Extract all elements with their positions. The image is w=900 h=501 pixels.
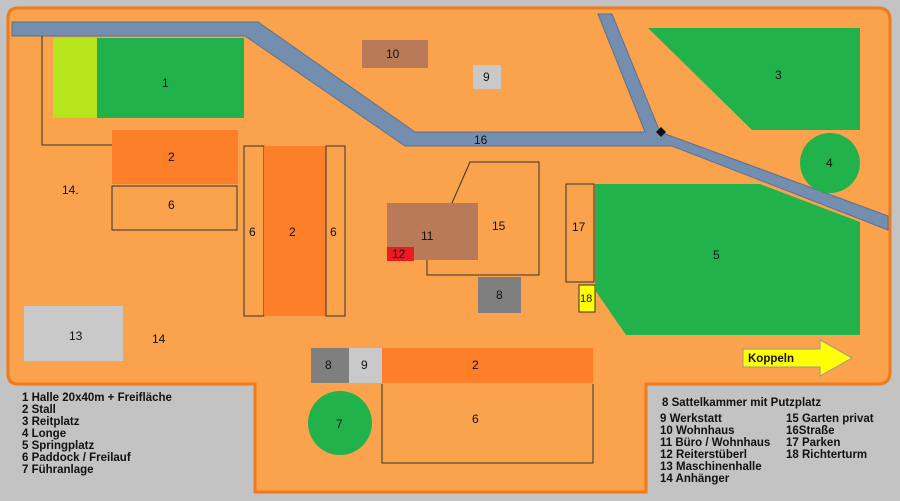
legend-item: 10 Wohnhaus (660, 425, 735, 437)
residence (362, 40, 428, 68)
legend-item: 2 Stall (22, 404, 56, 416)
legend-item: 5 Springplatz (22, 440, 95, 452)
riders-lounge (387, 247, 414, 261)
legend-item: 15 Garten privat (786, 413, 874, 425)
legend-item: 12 Reiterstüberl (660, 449, 747, 461)
riding-arena (648, 28, 860, 130)
legend-item: 4 Longe (22, 428, 67, 440)
label-wohnhaus: 10 (386, 47, 400, 61)
label-werkstatt-bottom: 9 (361, 358, 368, 372)
label-maschinenhalle: 13 (69, 329, 83, 343)
lunging-ring (800, 133, 860, 193)
paddock-bottom (381, 384, 594, 464)
label-garten: 15 (492, 219, 506, 233)
stable-top (112, 130, 238, 184)
label-reitplatz: 3 (775, 68, 782, 82)
legend-item: 16Straße (786, 425, 835, 437)
label-paddock-b: 6 (330, 225, 337, 239)
machine-hall (24, 306, 123, 361)
legend-left: 1 Halle 20x40m + Freifläche 2 Stall 3 Re… (22, 392, 172, 476)
legend-item: 14 Anhänger (660, 473, 730, 485)
paddock-b (325, 145, 346, 317)
legend-item: 17 Parken (786, 437, 841, 449)
label-anhaenger-bottom: 14 (152, 332, 166, 346)
legend-item: 1 Halle 20x40m + Freifläche (22, 392, 172, 404)
parking (565, 183, 595, 283)
label-paddock-a: 6 (249, 225, 256, 239)
legend-mid-header: 8 Sattelkammer mit Putzplatz (662, 397, 821, 409)
jumping-arena (595, 184, 860, 335)
label-springplatz: 5 (713, 248, 720, 262)
legend-item: 13 Maschinenhalle (660, 461, 762, 473)
label-reiterstueberl: 12 (392, 247, 406, 261)
label-richterturm: 18 (580, 293, 592, 305)
label-longe: 4 (826, 156, 833, 170)
legend-right: 15 Garten privat 16Straße 17 Parken 18 R… (786, 413, 874, 461)
label-parken: 17 (572, 220, 586, 234)
legend-item: 9 Werkstatt (660, 413, 722, 425)
arena-hall (97, 38, 244, 118)
pasture-arrow-icon (742, 339, 854, 377)
label-paddock-left: 6 (168, 198, 175, 212)
label-koppeln: Koppeln (748, 353, 794, 365)
label-strasse: 16 (474, 133, 488, 147)
legend-item: 7 Führanlage (22, 464, 94, 476)
road (11, 13, 889, 231)
label-sattelkammer-center: 8 (496, 288, 503, 302)
stable-center (264, 146, 326, 316)
workshop-bottom (349, 348, 382, 383)
legend-mid: 9 Werkstatt 10 Wohnhaus 11 Büro / Wohnha… (660, 413, 770, 485)
stable-bottom (382, 348, 593, 383)
legend-item: 6 Paddock / Freilauf (22, 452, 131, 464)
label-halle: 1 (162, 76, 169, 90)
label-buero: 11 (421, 229, 434, 243)
tack-room-bottom (311, 348, 349, 383)
boundary-line (41, 36, 112, 146)
label-fuehranlage: 7 (336, 417, 343, 431)
legend-item: 3 Reitplatz (22, 416, 80, 428)
road-junction-icon (656, 127, 666, 137)
horse-walker (308, 391, 372, 455)
legend-item: 11 Büro / Wohnhaus (660, 437, 771, 449)
label-stall-center: 2 (289, 225, 296, 239)
label-stall-bottom: 2 (472, 358, 479, 372)
legend-item: 8 Sattelkammer mit Putzplatz (662, 397, 822, 409)
label-stall-top: 2 (168, 150, 175, 164)
label-sattelkammer-bottom: 8 (325, 358, 332, 372)
arena-freearea (53, 38, 99, 118)
label-werkstatt-top: 9 (483, 70, 490, 84)
workshop-top (473, 65, 501, 89)
judge-tower (578, 284, 596, 313)
tack-room-center (478, 277, 521, 313)
label-anhaenger-left: 14. (62, 183, 79, 197)
legend-item: 18 Richterturm (786, 449, 868, 461)
label-paddock-bottom: 6 (472, 412, 479, 426)
paddock-left (111, 185, 238, 231)
